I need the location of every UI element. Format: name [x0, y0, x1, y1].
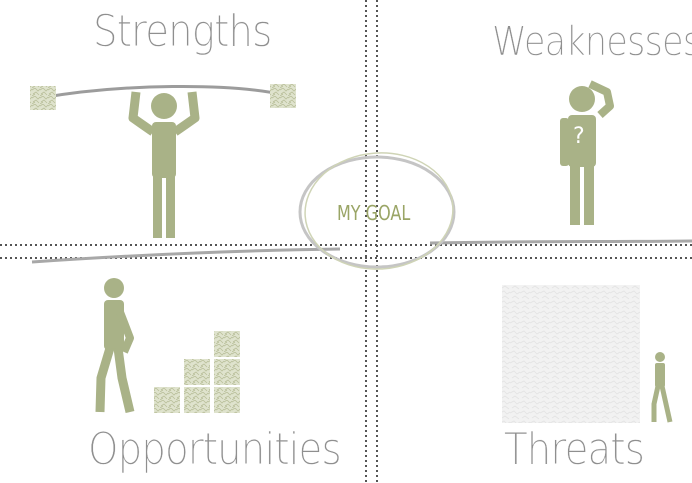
confused-person-icon: ?: [560, 80, 614, 225]
opportunities-label: Opportunities: [88, 424, 342, 475]
pencil-stroke-right: [429, 239, 692, 245]
pencil-stroke-left: [31, 247, 341, 264]
threats-label: Threats: [504, 424, 645, 475]
threat-block: [502, 285, 640, 423]
question-mark: ?: [573, 124, 585, 149]
weaknesses-label: Weaknesses: [492, 19, 692, 65]
goal-circle: [298, 152, 456, 270]
stairs-icon: [154, 331, 240, 413]
small-person-icon: [651, 352, 673, 423]
weightlifter-icon: [30, 84, 296, 238]
walking-person-icon: [95, 278, 135, 414]
goal-label: MY GOAL: [337, 201, 411, 225]
strengths-label: Strengths: [93, 6, 273, 57]
